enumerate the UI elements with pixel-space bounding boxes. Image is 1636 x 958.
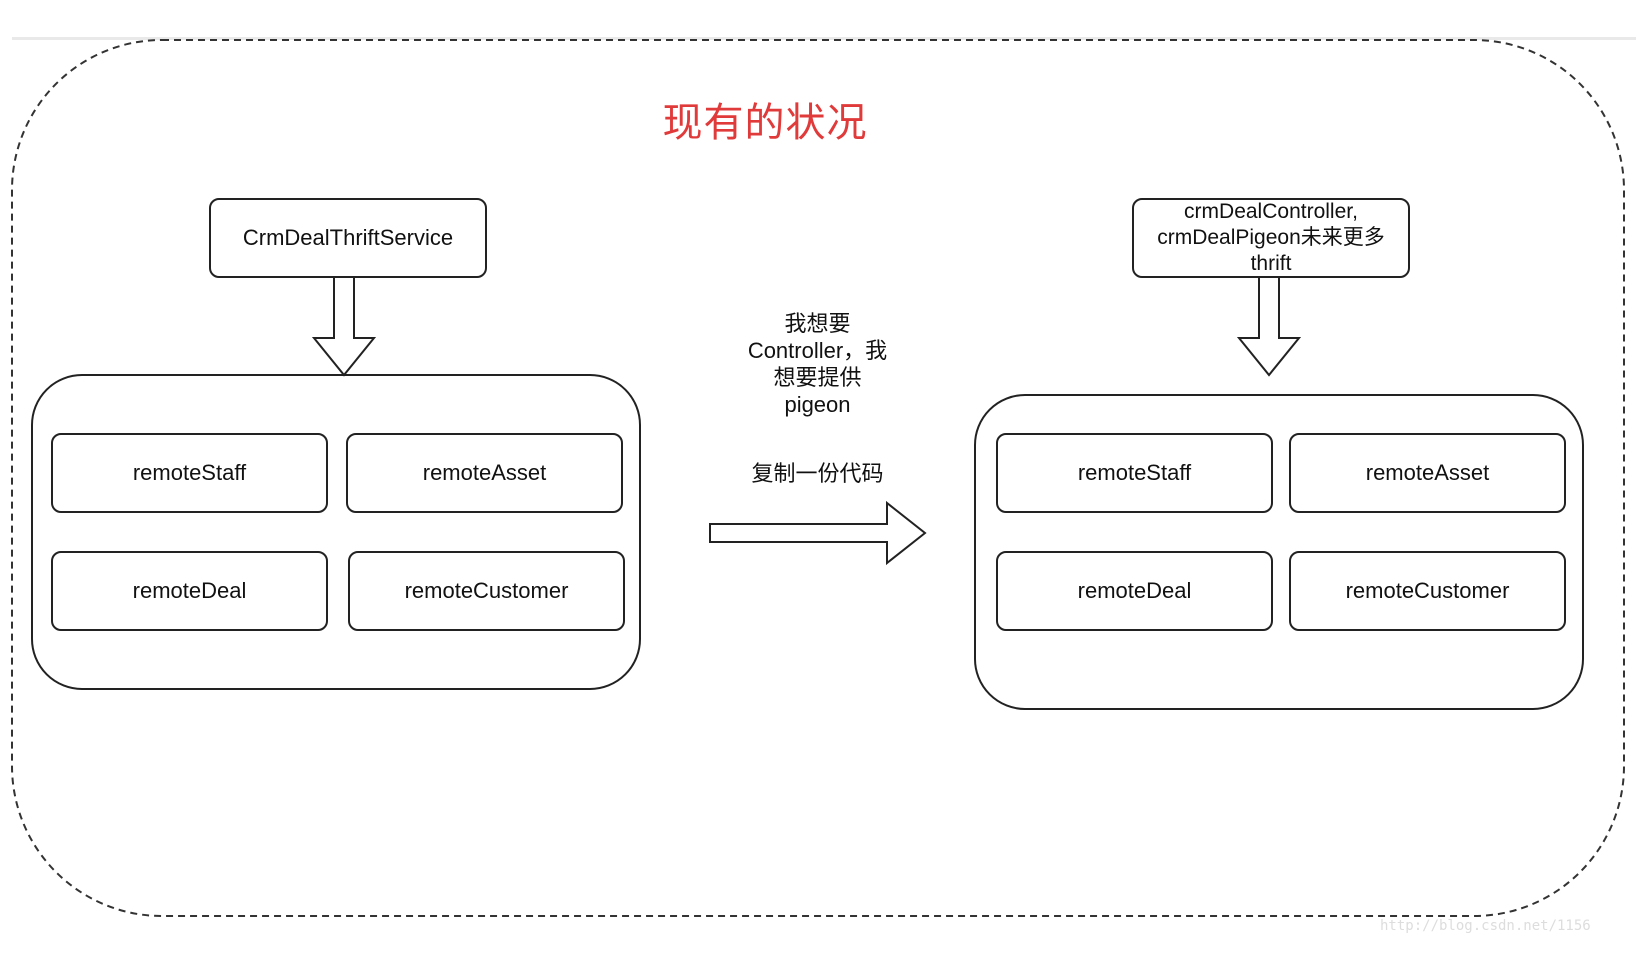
diagram-title: 现有的状况 xyxy=(662,101,868,145)
watermark: http://blog.csdn.net/1156 xyxy=(1380,918,1591,934)
right-service-box xyxy=(1132,198,1410,278)
right-container xyxy=(974,394,1584,710)
left-service-box xyxy=(209,198,487,278)
right-down-arrow xyxy=(1236,278,1302,377)
right-module-box-0 xyxy=(996,433,1273,513)
outer-dashed-frame xyxy=(11,39,1625,917)
left-down-arrow xyxy=(311,278,377,377)
right-service-line: crmDealPigeon未来更多 xyxy=(1157,226,1385,249)
middle-action-label: 复制一份代码 xyxy=(751,461,884,486)
right-module-label: remoteStaff xyxy=(1077,460,1192,485)
left-module-label: remoteCustomer xyxy=(404,578,569,603)
right-module-box-1 xyxy=(1289,433,1566,513)
right-module-box-3 xyxy=(1289,551,1566,631)
left-module-box-2 xyxy=(51,551,328,631)
left-module-box-0 xyxy=(51,433,328,513)
copy-right-arrow xyxy=(709,500,927,566)
left-module-label: remoteAsset xyxy=(422,460,547,485)
middle-note-line: 想要提供 xyxy=(773,365,862,390)
left-module-box-3 xyxy=(348,551,625,631)
left-module-label: remoteStaff xyxy=(132,460,247,485)
middle-note-line: 我想要 xyxy=(784,311,851,336)
right-module-label: remoteCustomer xyxy=(1345,578,1510,603)
middle-note-line: pigeon xyxy=(784,392,851,417)
right-module-label: remoteDeal xyxy=(1077,578,1192,603)
left-module-box-1 xyxy=(346,433,623,513)
right-service-line: thrift xyxy=(1250,252,1292,275)
left-module-label: remoteDeal xyxy=(132,578,247,603)
right-module-label: remoteAsset xyxy=(1365,460,1490,485)
middle-note: 我想要 Controller，我 想要提供 pigeon xyxy=(700,310,935,418)
right-module-box-2 xyxy=(996,551,1273,631)
middle-note-line: Controller，我 xyxy=(747,338,888,363)
top-divider xyxy=(12,37,1636,40)
left-container xyxy=(31,374,641,690)
right-service-line: crmDealController, xyxy=(1184,200,1358,223)
right-service-label: crmDealController, crmDealPigeon未来更多 thr… xyxy=(1133,199,1409,277)
left-service-label: CrmDealThriftService xyxy=(242,225,454,250)
